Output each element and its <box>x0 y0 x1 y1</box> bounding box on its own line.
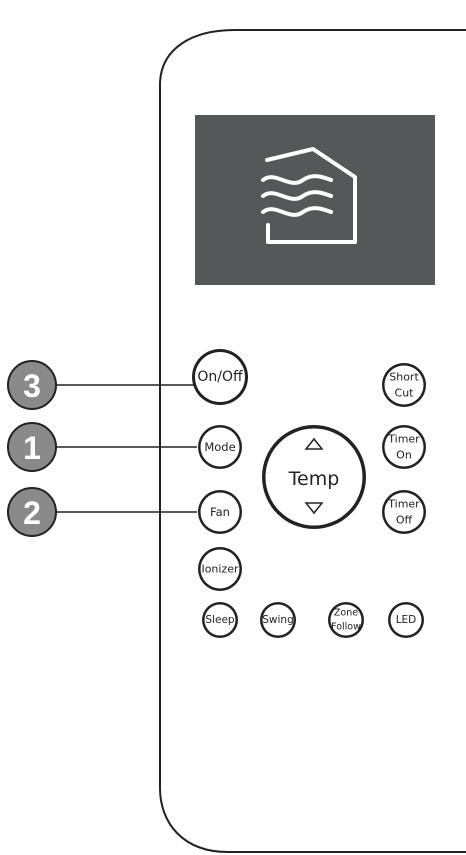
svg-text:Timer: Timer <box>387 498 420 511</box>
fan-button[interactable]: Fan <box>198 490 242 534</box>
svg-text:Follow: Follow <box>331 622 361 633</box>
temp-down-icon[interactable] <box>304 502 324 515</box>
svg-text:Off: Off <box>396 514 413 527</box>
sleep-button[interactable]: Sleep <box>202 602 238 638</box>
temp-up-icon[interactable] <box>304 437 324 450</box>
short-cut-button[interactable]: Short Cut <box>382 363 426 407</box>
svg-text:Ionizer: Ionizer <box>201 563 239 576</box>
svg-text:1: 1 <box>23 430 41 466</box>
svg-text:LED: LED <box>396 614 417 626</box>
svg-text:Cut: Cut <box>395 387 415 400</box>
ionizer-button[interactable]: Ionizer <box>198 547 242 591</box>
mode-button[interactable]: Mode <box>198 425 242 469</box>
led-button[interactable]: LED <box>388 602 424 638</box>
svg-text:Short: Short <box>389 371 419 384</box>
house-airflow-icon <box>261 147 357 244</box>
svg-text:On: On <box>396 449 412 462</box>
display-screen <box>195 115 435 285</box>
svg-text:Sleep: Sleep <box>205 614 235 626</box>
svg-text:On/Off: On/Off <box>197 369 243 385</box>
temp-button[interactable]: Temp <box>262 425 366 529</box>
svg-text:Timer: Timer <box>387 433 420 446</box>
svg-text:Temp: Temp <box>288 468 340 490</box>
svg-text:Mode: Mode <box>204 440 235 454</box>
timer-off-button[interactable]: Timer Off <box>382 490 426 534</box>
swing-button[interactable]: Swing <box>260 602 296 638</box>
zone-follow-button[interactable]: Zone Follow <box>328 602 364 638</box>
timer-on-button[interactable]: Timer On <box>382 425 426 469</box>
svg-text:Swing: Swing <box>262 614 294 626</box>
callout-2-badge: 2 <box>7 487 57 537</box>
svg-text:Zone: Zone <box>334 608 358 619</box>
svg-text:3: 3 <box>23 368 41 404</box>
svg-text:2: 2 <box>23 495 41 531</box>
callout-3-badge: 3 <box>7 360 57 410</box>
on-off-button[interactable]: On/Off <box>192 349 248 405</box>
svg-text:Fan: Fan <box>210 505 230 519</box>
callout-1-badge: 1 <box>7 422 57 472</box>
